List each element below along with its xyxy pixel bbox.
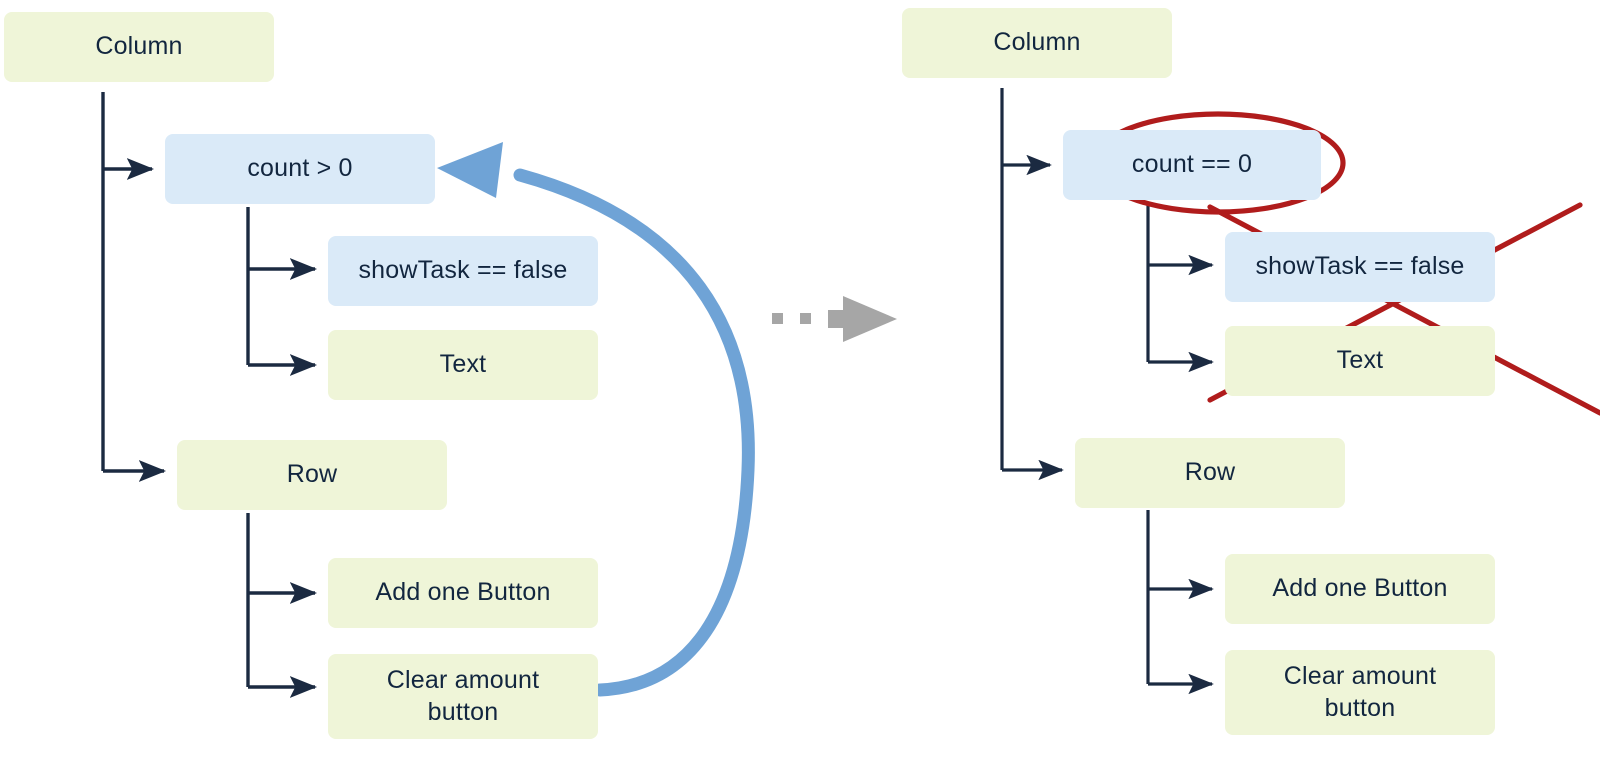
loop-back-arrow-head [437, 142, 503, 198]
node-count-condition: count == 0 [1063, 130, 1321, 200]
node-column: Column [4, 12, 274, 82]
node-count-condition: count > 0 [165, 134, 435, 204]
node-column: Column [902, 8, 1172, 78]
node-clear-amount-button: Clear amount button [328, 654, 598, 739]
transition-arrow-tail [828, 310, 850, 328]
node-clear-amount-button: Clear amount button [1225, 650, 1495, 735]
node-row: Row [1075, 438, 1345, 508]
transition-arrow [772, 296, 897, 342]
node-add-one-button: Add one Button [328, 558, 598, 628]
transition-arrow-head [843, 296, 897, 342]
node-text: Text [328, 330, 598, 400]
node-showtask-condition: showTask == false [328, 236, 598, 306]
node-add-one-button: Add one Button [1225, 554, 1495, 624]
transition-dot-2 [800, 313, 811, 324]
node-showtask-condition: showTask == false [1225, 232, 1495, 302]
node-row: Row [177, 440, 447, 510]
transition-dot-1 [772, 313, 783, 324]
node-text: Text [1225, 326, 1495, 396]
